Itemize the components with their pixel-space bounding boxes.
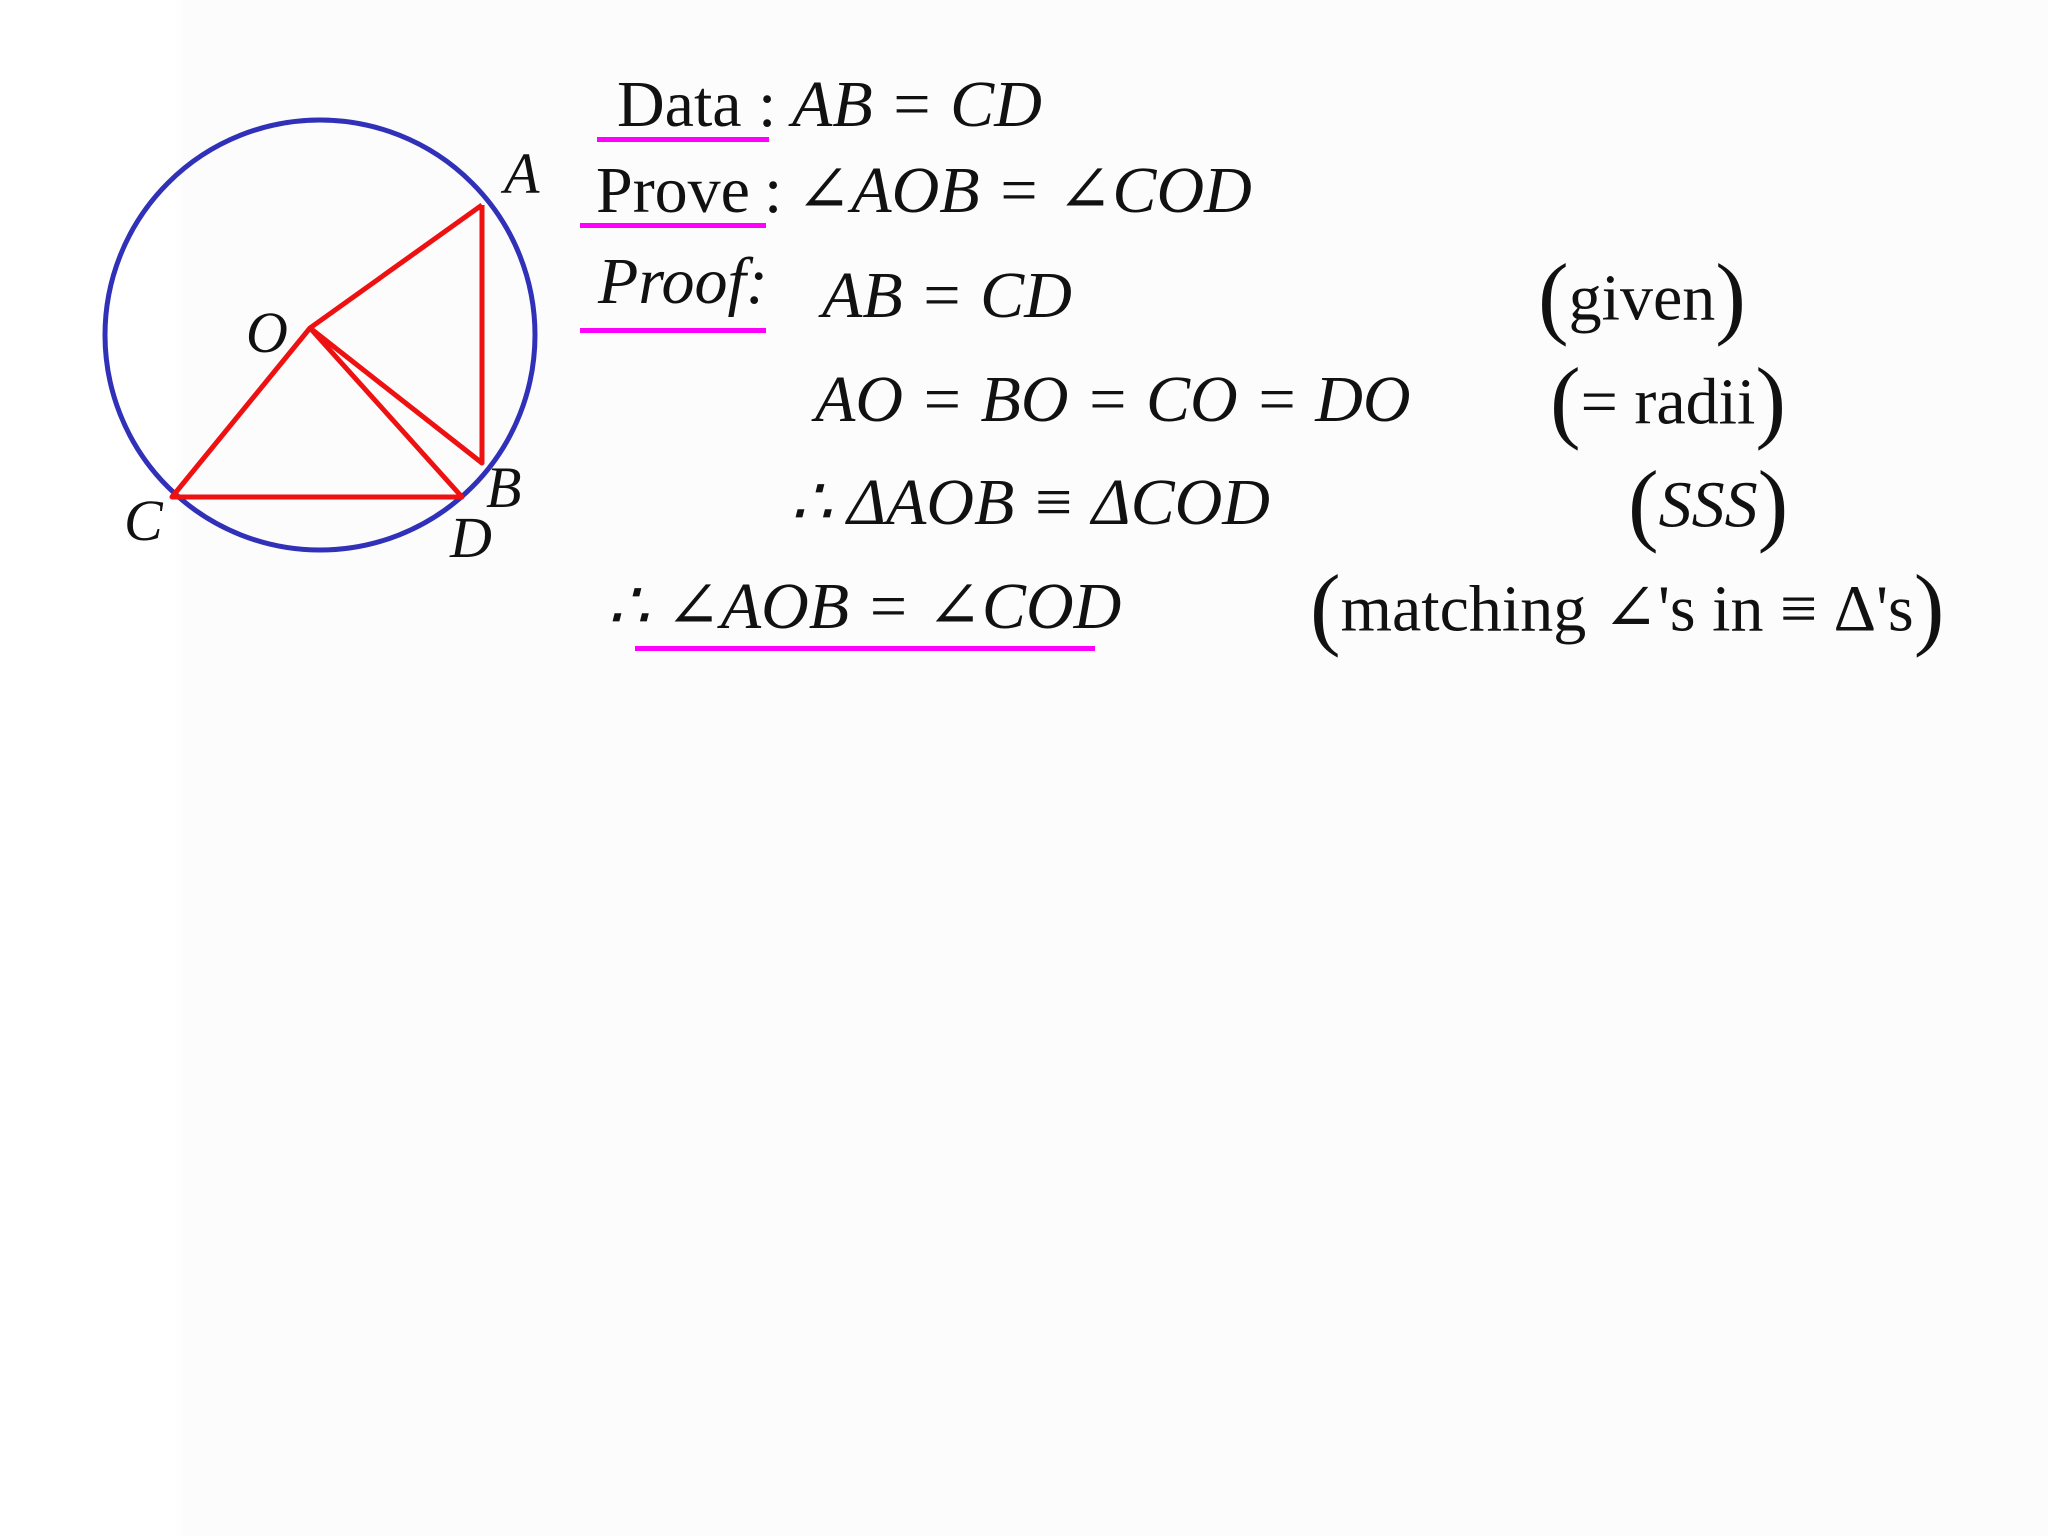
conclusion-reason: (matching ∠'s in ≡ Δ's) [1310,556,1945,658]
proof-step-3-reason-text: SSS [1658,468,1758,542]
point-label-o: O [246,300,288,365]
point-label-c: C [124,488,164,553]
proof-step-1-reason: (given) [1538,245,1746,347]
proof-step-2-reason-text: = radii [1580,365,1756,439]
point-label-d: D [449,505,492,570]
circle-diagram: O A B C D [102,117,540,570]
conclusion-statement: ∴ ∠AOB = ∠COD [607,570,1122,643]
data-colon: : [758,68,777,141]
proof-step-1-reason-text: given [1568,261,1716,335]
triangle-aob [307,202,485,466]
conclusion-reason-text: matching ∠'s in ≡ Δ's [1340,572,1914,646]
proof-step-2-statement: AO = BO = CO = DO [815,363,1411,436]
proof-underline [580,328,766,333]
triangle-cod [169,326,465,500]
prove-underline [580,223,766,228]
circle [102,117,538,553]
data-label: Data [617,68,742,141]
conclusion-underline [635,646,1095,651]
proof-label: Proof: [598,245,768,318]
proof-step-3-statement: ∴ ΔAOB ≡ ΔCOD [790,466,1270,539]
data-underline [597,137,769,142]
proof-step-3-reason: (SSS) [1628,452,1789,554]
prove-label: Prove [596,154,750,227]
proof-step-1-statement: AB = CD [822,259,1072,332]
proof-step-2-reason: (= radii) [1550,349,1786,451]
point-label-b: B [486,455,521,520]
prove-statement: ∠AOB = ∠COD [796,154,1252,227]
point-label-a: A [500,141,540,206]
data-statement: AB = CD [792,68,1042,141]
prove-colon: : [764,154,783,227]
